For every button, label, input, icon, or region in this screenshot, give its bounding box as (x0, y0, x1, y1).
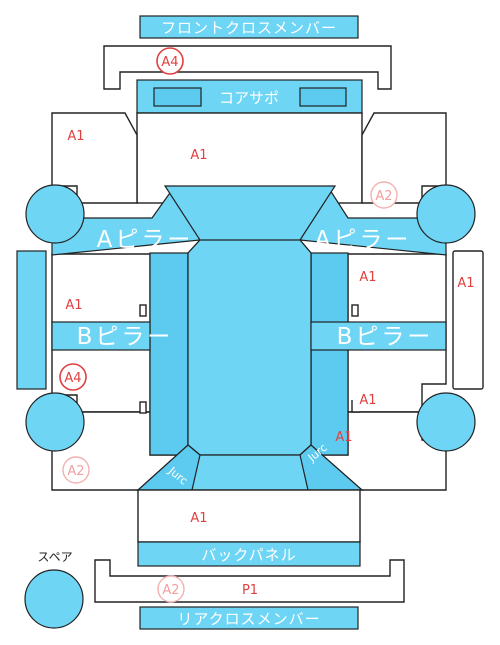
b-pillar-left (51, 321, 151, 351)
a1-mid-right-mark: A1 (359, 270, 376, 285)
right-rocker-frame (452, 250, 484, 390)
a2-front-right-ring (370, 181, 398, 209)
core-support-label: コアサポ (219, 89, 279, 107)
a4-left-mark: A4 (64, 371, 81, 386)
back-panel-label: バックパネル (201, 546, 296, 564)
p1-rear-mark: P1 (242, 583, 258, 598)
core-support-left-light (153, 87, 202, 107)
a-pillar-right-label: Aピラー (315, 227, 412, 253)
tire-front-left (25, 184, 85, 244)
left-rocker-panel (16, 250, 47, 390)
a1-front-center-mark: A1 (190, 148, 207, 163)
tire-front-right (416, 184, 476, 244)
a1-rear-right-1-mark: A1 (359, 393, 376, 408)
tire-rear-left (25, 392, 85, 452)
a2-rear-mark: A2 (162, 583, 179, 598)
left-inner-frame (149, 252, 189, 456)
b-pillar-right (310, 321, 447, 351)
front-cross-member (139, 15, 359, 39)
right-inner-frame (310, 252, 349, 456)
a1-front-left-mark: A1 (67, 129, 84, 144)
a-pillar-left-label: Aピラー (97, 227, 194, 253)
right-rear-handle (351, 400, 360, 413)
a1-mid-left-mark: A1 (65, 298, 82, 313)
front-right-fender (361, 112, 447, 204)
a2-rear-left-ring (62, 456, 90, 484)
back-panel (137, 541, 361, 567)
cabin-floor (187, 239, 312, 456)
a1-trunk-mark: A1 (190, 511, 207, 526)
rear-cross-member (139, 606, 359, 630)
spare-label: スペア (37, 550, 72, 564)
right-front-handle (351, 304, 359, 317)
a1-rear-right-2-mark: A1 (335, 430, 352, 445)
a4-left-ring (59, 363, 87, 391)
left-front-handle (139, 304, 147, 317)
a2-front-right-mark: A2 (375, 189, 392, 204)
b-pillar-left-label: Bピラー (77, 324, 174, 350)
a4-front-ring (156, 47, 184, 75)
a1-right-panel-mark: A1 (457, 276, 474, 291)
tire-spare (24, 569, 84, 629)
core-support-right-light (299, 87, 347, 107)
tire-rear-right (416, 392, 476, 452)
rear-cross-member-label: リアクロスメンバー (177, 610, 320, 628)
front-cross-member-label: フロントクロスメンバー (161, 19, 337, 37)
a2-rear-left-mark: A2 (67, 464, 84, 479)
a4-front-mark: A4 (161, 55, 178, 70)
left-rear-handle (139, 401, 147, 414)
trunk-area (137, 489, 361, 543)
a2-rear-ring (157, 575, 185, 603)
b-pillar-right-label: Bピラー (337, 324, 434, 350)
